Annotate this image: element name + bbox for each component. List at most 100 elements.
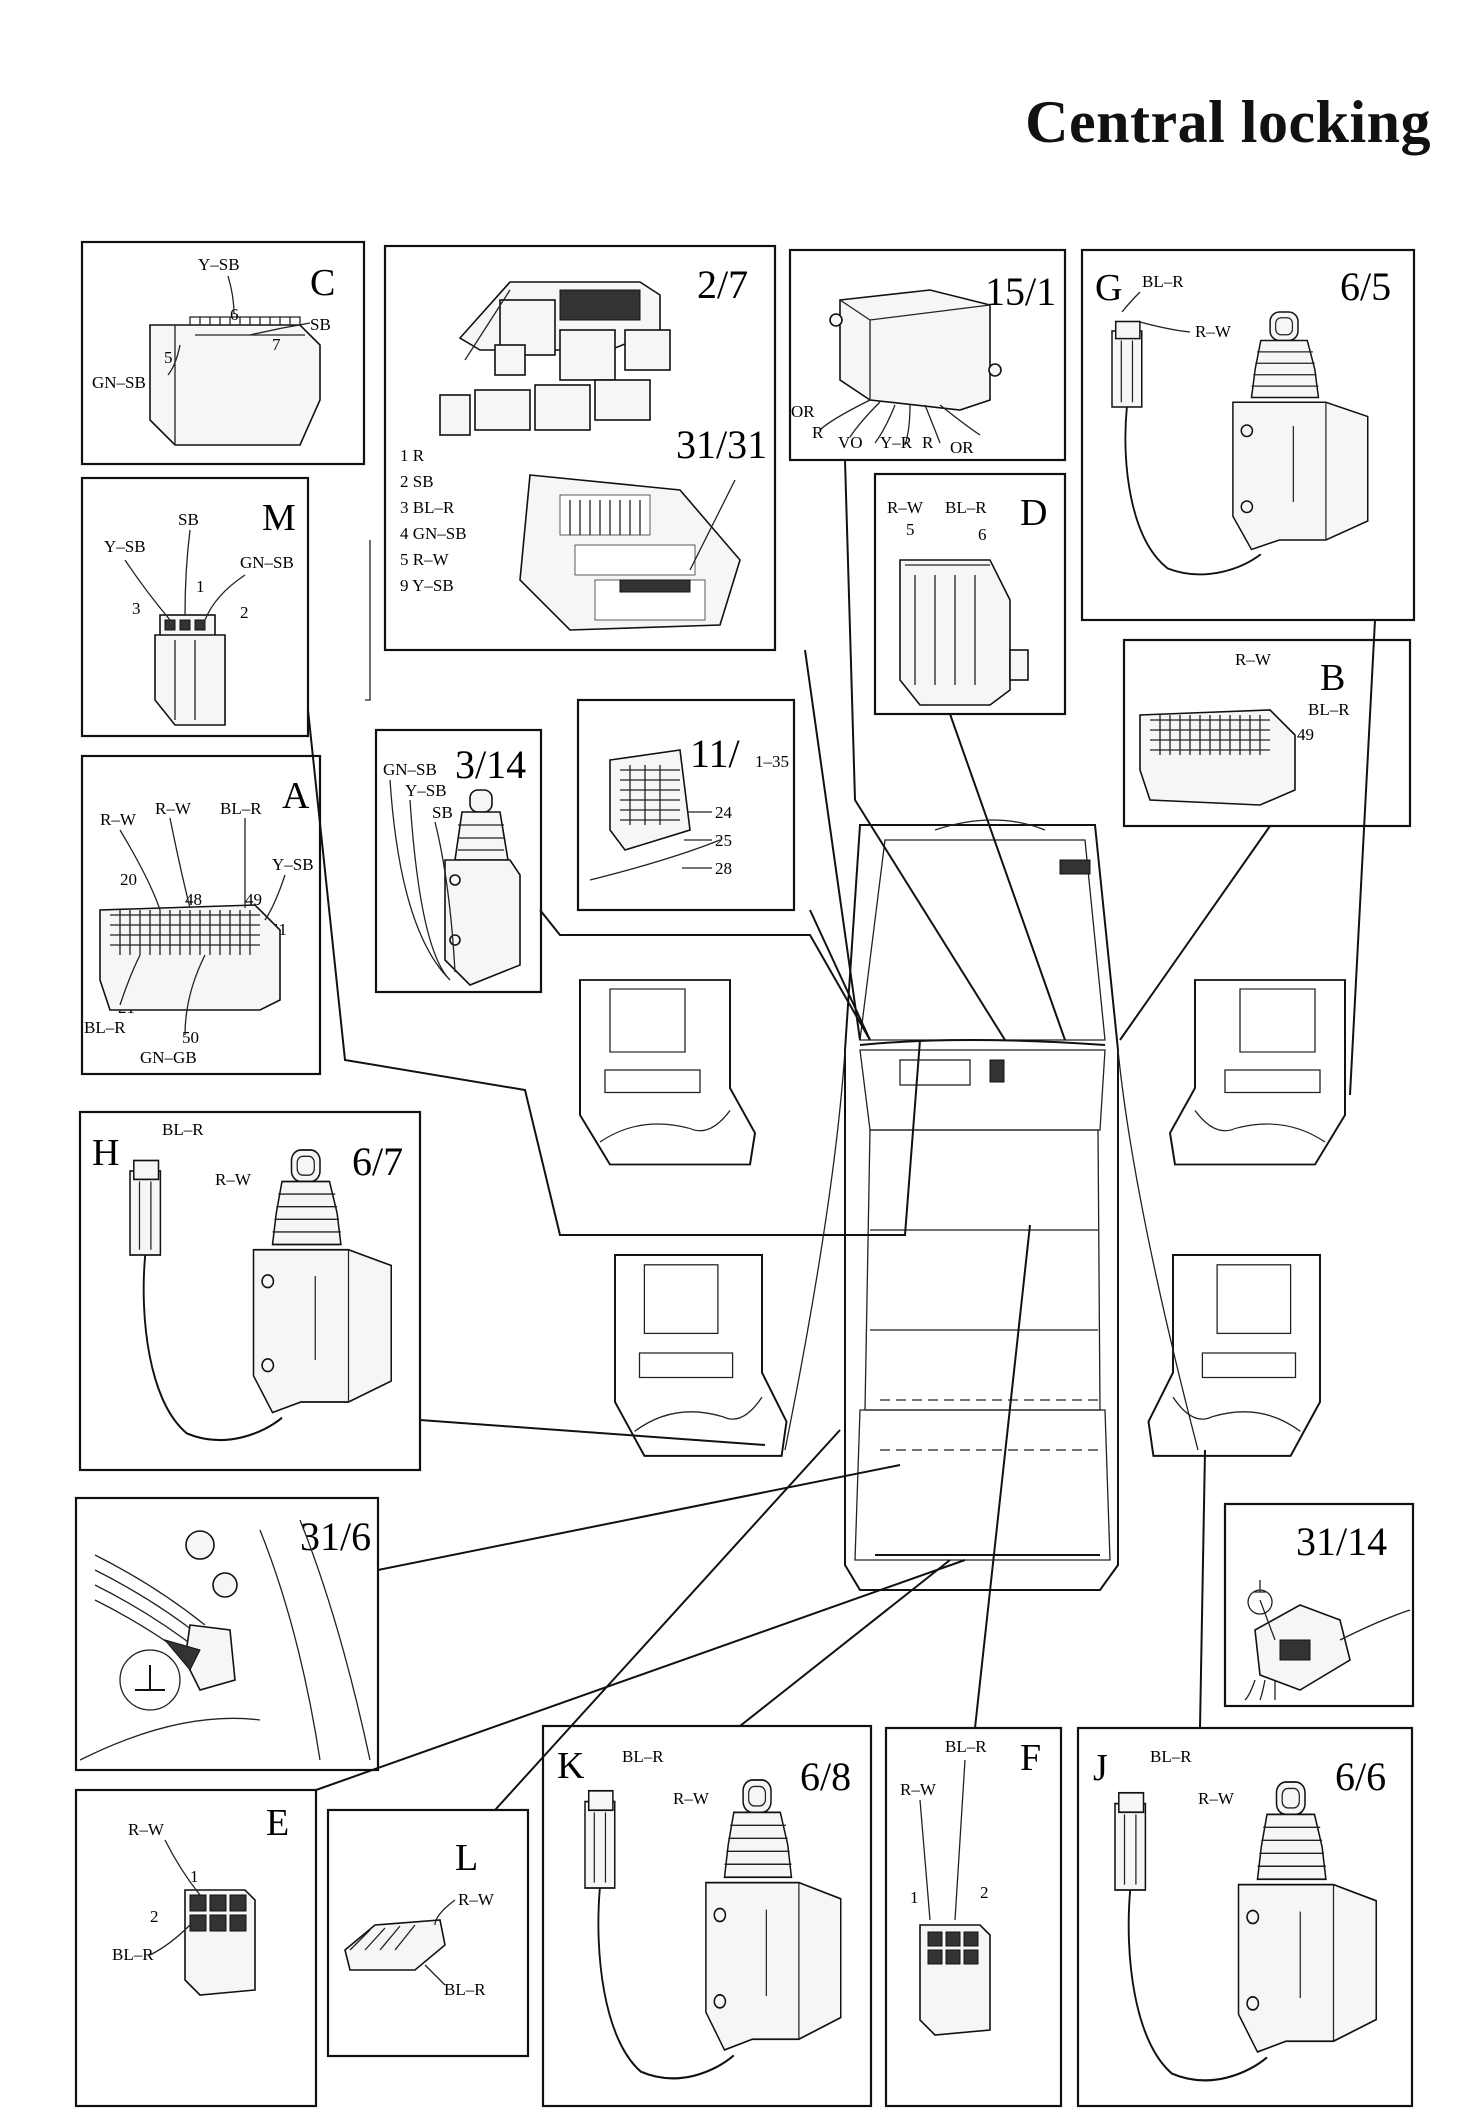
svg-text:BL–R: BL–R bbox=[84, 1018, 126, 1037]
svg-text:GN–SB: GN–SB bbox=[383, 760, 437, 779]
svg-text:49: 49 bbox=[245, 890, 262, 909]
svg-text:R–W: R–W bbox=[215, 1170, 252, 1189]
svg-text:9 Y–SB: 9 Y–SB bbox=[400, 576, 454, 595]
panel-letter-f: F bbox=[1020, 1737, 1041, 1779]
panel-letter-j: J bbox=[1093, 1747, 1108, 1789]
connector-a-panel: A R–W R–W BL–R Y–SB BL–R GN–GB 20 48 49 … bbox=[80, 754, 322, 1076]
ground-code: 31/14 bbox=[1296, 1519, 1387, 1564]
svg-text:Y–SB: Y–SB bbox=[405, 781, 447, 800]
fusebox-illustration bbox=[519, 474, 741, 631]
relay-panel: 2/7 31/31 1 R 2 SB 3 BL– bbox=[383, 244, 777, 652]
actuator-code: 6/5 bbox=[1340, 264, 1391, 309]
wire-label: GN–SB bbox=[92, 373, 146, 392]
panel-letter-h: H bbox=[92, 1132, 119, 1174]
relay-legend: 1 R 2 SB 3 BL–R 4 GN–SB 5 R–W 9 Y–SB bbox=[400, 446, 467, 595]
connector-m-panel: M SB Y–SB GN–SB 1 2 3 bbox=[80, 476, 310, 738]
wire-label: Y–SB bbox=[198, 255, 240, 274]
svg-text:SB: SB bbox=[178, 510, 199, 529]
svg-text:R–W: R–W bbox=[1198, 1789, 1235, 1808]
svg-text:BL–R: BL–R bbox=[945, 498, 987, 517]
pin-number: 6 bbox=[230, 305, 239, 324]
svg-text:5: 5 bbox=[906, 520, 915, 539]
svg-text:BL–R: BL–R bbox=[945, 1737, 987, 1756]
connector-l-panel: L R–W BL–R bbox=[326, 1808, 530, 2058]
switch-code: 3/14 bbox=[455, 742, 526, 787]
panel-letter-b: B bbox=[1320, 657, 1345, 699]
svg-text:24: 24 bbox=[715, 803, 733, 822]
door-front-right bbox=[1169, 979, 1346, 1166]
svg-text:25: 25 bbox=[715, 831, 732, 850]
leader-lines bbox=[307, 459, 1376, 1811]
actuator-j-panel: J 6/6 BL–R R–W bbox=[1076, 1726, 1414, 2108]
svg-text:BL–R: BL–R bbox=[220, 799, 262, 818]
svg-text:R–W: R–W bbox=[128, 1820, 165, 1839]
actuator-code: 6/7 bbox=[352, 1139, 403, 1184]
panel-letter-m: M bbox=[262, 497, 296, 539]
svg-text:GN–SB: GN–SB bbox=[240, 553, 294, 572]
svg-text:R–W: R–W bbox=[155, 799, 192, 818]
connector-b-panel: B R–W BL–R 48 49 bbox=[1122, 638, 1412, 828]
svg-text:1: 1 bbox=[190, 1867, 199, 1886]
svg-text:R–W: R–W bbox=[1235, 650, 1272, 669]
svg-text:50: 50 bbox=[182, 1028, 199, 1047]
connector-a-grid bbox=[110, 910, 260, 955]
svg-text:28: 28 bbox=[715, 859, 732, 878]
actuator-code: 6/8 bbox=[800, 1754, 851, 1799]
svg-text:Y–SB: Y–SB bbox=[104, 537, 146, 556]
svg-text:R: R bbox=[922, 433, 934, 452]
panel-letter-d: D bbox=[1020, 492, 1047, 534]
page-title: Central locking bbox=[1025, 89, 1431, 155]
panel-letter-c: C bbox=[310, 262, 335, 304]
svg-text:2: 2 bbox=[240, 603, 249, 622]
svg-text:Y–SB: Y–SB bbox=[272, 855, 314, 874]
svg-text:BL–R: BL–R bbox=[622, 1747, 664, 1766]
svg-text:BL–R: BL–R bbox=[112, 1945, 154, 1964]
svg-text:OR: OR bbox=[950, 438, 974, 457]
relay-illustration bbox=[439, 281, 671, 436]
panel-letter-e: E bbox=[266, 1802, 289, 1844]
connector-b-grid bbox=[1150, 715, 1270, 755]
panel-letter-k: K bbox=[557, 1745, 585, 1787]
svg-text:1: 1 bbox=[196, 577, 205, 596]
svg-text:4 GN–SB: 4 GN–SB bbox=[400, 524, 467, 543]
svg-text:1 R: 1 R bbox=[400, 446, 425, 465]
pin-number: 5 bbox=[164, 348, 173, 367]
actuator-g-panel: G 6/5 BL–R R–W bbox=[1080, 248, 1416, 622]
svg-text:6: 6 bbox=[978, 525, 987, 544]
fuse-panel: 11/ 1–35 24 25 28 bbox=[576, 698, 796, 912]
panel-letter-l: L bbox=[455, 1837, 478, 1879]
svg-text:SB: SB bbox=[432, 803, 453, 822]
control-module-panel: 15/1 OR R VO Y–R R OR bbox=[788, 248, 1067, 462]
svg-text:2: 2 bbox=[980, 1883, 989, 1902]
car-outline bbox=[844, 819, 1119, 1591]
svg-text:GN–GB: GN–GB bbox=[140, 1048, 197, 1067]
actuator-k-panel: K 6/8 BL–R R–W bbox=[541, 1724, 873, 2108]
panel-letter-g: G bbox=[1095, 267, 1122, 309]
svg-text:BL–R: BL–R bbox=[444, 1980, 486, 1999]
actuator-h-panel: H 6/7 BL–R R–W bbox=[78, 1110, 422, 1472]
connector-d-panel: D R–W BL–R 5 6 bbox=[873, 472, 1067, 716]
svg-text:BL–R: BL–R bbox=[162, 1120, 204, 1139]
relay-code: 2/7 bbox=[697, 262, 748, 307]
svg-text:3: 3 bbox=[132, 599, 141, 618]
ground-code: 31/31 bbox=[676, 422, 767, 467]
svg-text:5 R–W: 5 R–W bbox=[400, 550, 450, 569]
door-front-left bbox=[579, 979, 756, 1166]
svg-text:R–W: R–W bbox=[1195, 322, 1232, 341]
connector-c-panel: C Y–SB SB GN–SB 6 7 5 bbox=[80, 240, 366, 466]
svg-text:3 BL–R: 3 BL–R bbox=[400, 498, 455, 517]
svg-text:R–W: R–W bbox=[458, 1890, 495, 1909]
svg-text:R–W: R–W bbox=[900, 1780, 937, 1799]
actuator-code: 6/6 bbox=[1335, 1754, 1386, 1799]
connector-e-panel: E R–W BL–R 1 2 bbox=[74, 1788, 318, 2108]
svg-text:R–W: R–W bbox=[887, 498, 924, 517]
svg-text:R: R bbox=[812, 423, 824, 442]
svg-text:1: 1 bbox=[910, 1888, 919, 1907]
svg-text:BL–R: BL–R bbox=[1308, 700, 1350, 719]
pin-number: 7 bbox=[272, 335, 281, 354]
svg-text:R–W: R–W bbox=[673, 1789, 710, 1808]
svg-text:2: 2 bbox=[150, 1907, 159, 1926]
wire-label: SB bbox=[310, 315, 331, 334]
ground-code: 31/6 bbox=[300, 1514, 371, 1559]
ground-right-panel: 31/14 bbox=[1223, 1502, 1415, 1708]
